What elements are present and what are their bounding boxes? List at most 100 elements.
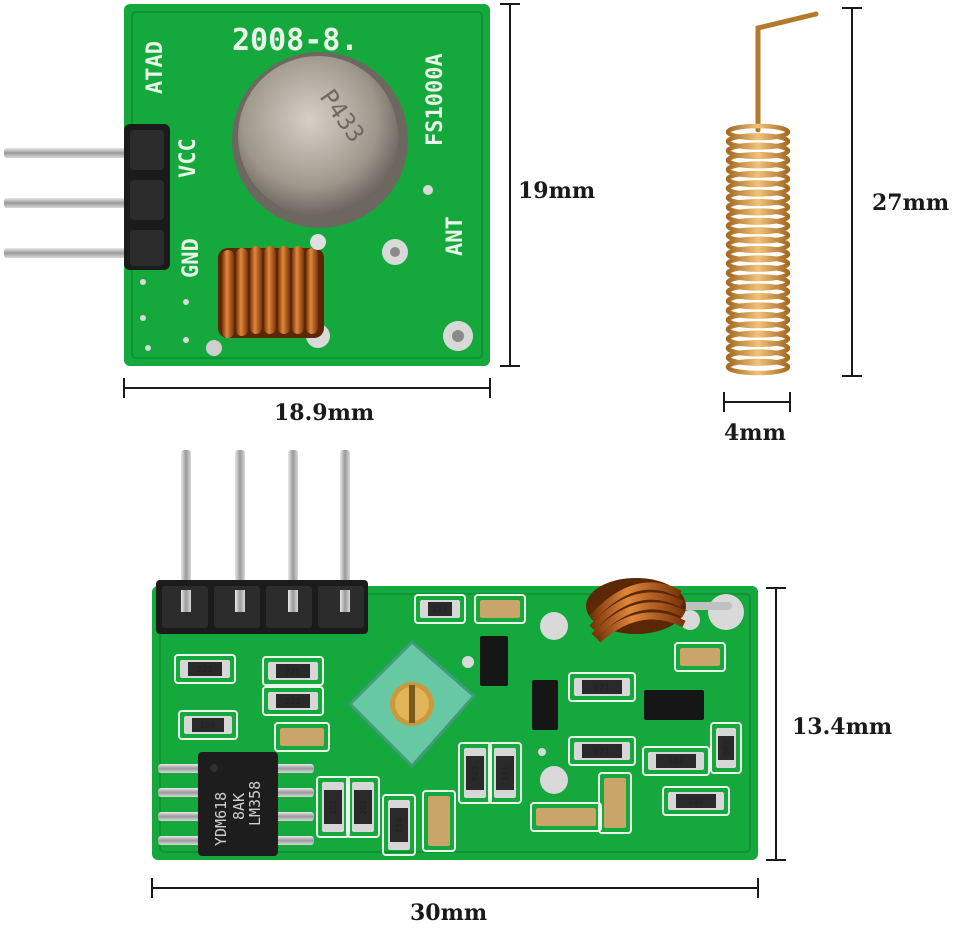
- smd-label: 151: [329, 800, 338, 815]
- smd-body: [324, 790, 342, 824]
- antenna-coil-turn: [725, 151, 791, 169]
- rx-header-pins: [181, 450, 350, 610]
- smd-outline: [178, 710, 238, 740]
- smd-body: [188, 662, 222, 676]
- antenna-coil-turn: [725, 198, 791, 216]
- antenna-coil-turn: [725, 283, 791, 301]
- capacitor: [428, 796, 450, 846]
- smd-outline: [488, 742, 522, 804]
- antenna-height-label: 27mm: [872, 190, 950, 216]
- ic-marking-line2: 8AK: [230, 793, 248, 820]
- rx-trimmer-potentiometer: [347, 639, 477, 769]
- smd-outline: [568, 672, 636, 702]
- antenna-coil-turn: [725, 330, 791, 348]
- smd-label: 223: [197, 665, 212, 674]
- tx-dimension-lines: [123, 3, 520, 398]
- capacitor-outline: [474, 594, 526, 624]
- tx-pin-gnd-label: GND: [179, 238, 204, 278]
- antenna-coil-turn: [725, 217, 791, 235]
- smd-body: [466, 756, 484, 790]
- capacitor: [480, 600, 520, 618]
- antenna-coil-turn: [725, 339, 791, 357]
- tx-pin-ant-label: ANT: [443, 216, 468, 256]
- smd-label: 622: [594, 683, 609, 692]
- smd-outline: [414, 594, 466, 624]
- antenna-coil-turn: [725, 161, 791, 178]
- antenna-coil-turn: [725, 170, 791, 188]
- antenna-coil-turn: [725, 133, 791, 150]
- smd-outline: [710, 722, 742, 774]
- smd-body: [582, 680, 622, 694]
- smd-body: [676, 794, 716, 808]
- smd-label: 151: [501, 766, 510, 781]
- smd-label: 154: [395, 818, 404, 833]
- antenna-coil-turn: [725, 189, 791, 207]
- ic-marking-line3: YDM618: [212, 792, 230, 846]
- smd-body: [496, 756, 514, 790]
- capacitor: [604, 778, 626, 828]
- smd-outline: [346, 776, 380, 838]
- antenna-dimension-lines: [723, 7, 862, 412]
- smd-outline: [262, 656, 324, 686]
- rx-transistor-3: [532, 680, 558, 730]
- smd-body: [354, 790, 372, 824]
- smd-label: 563: [471, 766, 480, 781]
- smd-outline: [316, 776, 350, 838]
- smd-body: [582, 744, 622, 758]
- smd-outline: [262, 686, 324, 716]
- smd-body: [276, 664, 310, 678]
- smd-body: [428, 602, 452, 616]
- tx-pin-vcc-label: VCC: [176, 138, 201, 178]
- transmitter-module: ATAD VCC GND 2008-8. FS1000A ANT P433: [4, 4, 490, 366]
- capacitor-outline: [598, 772, 632, 834]
- rx-dimension-lines: [151, 587, 786, 898]
- smd-label: 223: [432, 605, 447, 614]
- antenna-coil-turn: [725, 208, 791, 225]
- antenna-coil-turn: [725, 227, 791, 244]
- antenna-coil-turn: [725, 358, 791, 376]
- antenna-coil-turn: [725, 292, 791, 310]
- capacitor-outline: [530, 802, 602, 832]
- antenna-coil-turn: [725, 123, 791, 141]
- antenna-coil-turn: [725, 302, 791, 319]
- antenna-width-label: 4mm: [724, 420, 786, 446]
- smd-outline: [662, 786, 730, 816]
- antenna-coil-turn: [725, 255, 791, 272]
- smd-body: [656, 754, 696, 768]
- saw-resonator: P433: [232, 52, 408, 228]
- tx-inductor-coil: [206, 234, 326, 356]
- smd-label: 622: [594, 747, 609, 756]
- antenna-coil-turn: [725, 245, 791, 263]
- smd-outline: [382, 794, 416, 856]
- antenna-coil-turn: [725, 180, 791, 197]
- rx-height-label: 13.4mm: [792, 714, 893, 740]
- smd-outline: [174, 654, 236, 684]
- smd-body: [390, 808, 408, 842]
- rx-ic-chip: LM358 8AK YDM618: [158, 752, 314, 856]
- spring-antenna: [725, 11, 819, 376]
- smd-label: 223: [285, 697, 300, 706]
- smd-label: 102: [688, 797, 703, 806]
- capacitor: [536, 808, 596, 826]
- smd-label: 563: [722, 741, 731, 756]
- antenna-coil-turn: [725, 311, 791, 329]
- smd-outline: [568, 736, 636, 766]
- smd-body: [276, 694, 310, 708]
- capacitor-outline: [422, 790, 456, 852]
- rx-inductor-coil: [586, 578, 732, 643]
- antenna-coil-turn: [725, 236, 791, 254]
- rx-width-label: 30mm: [410, 900, 488, 926]
- capacitor: [280, 728, 324, 746]
- rx-transistor: [480, 636, 508, 686]
- antenna-coil: [725, 123, 791, 376]
- smd-body: [192, 718, 224, 732]
- rx-transistor-2: [644, 690, 704, 720]
- antenna-coil-turn: [725, 321, 791, 338]
- capacitor: [680, 648, 720, 666]
- smd-label: 225: [285, 667, 300, 676]
- smd-outline: [642, 746, 710, 776]
- antenna-coil-turn: [725, 142, 791, 160]
